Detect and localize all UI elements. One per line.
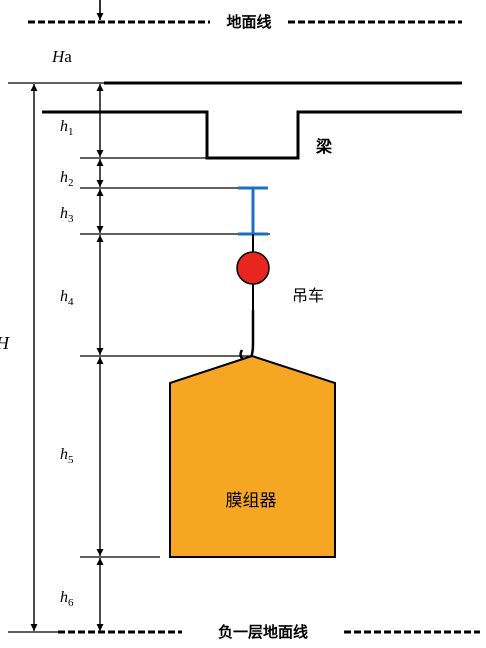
h1-label: h1 (60, 118, 74, 138)
beam-label: 梁 (315, 137, 333, 156)
crane-trolley (238, 186, 268, 236)
ha-label: Ha (51, 47, 72, 66)
h2-label: h2 (60, 169, 74, 189)
h4-label: h4 (60, 288, 74, 308)
h6-label: h6 (60, 589, 74, 609)
membrane-module (169, 354, 336, 558)
crane-ball (236, 251, 270, 285)
h-label: H (0, 333, 10, 353)
crane-label: 吊车 (292, 286, 324, 305)
h5-label: h5 (60, 446, 74, 466)
basement-floor-label: 负一层地面线 (218, 623, 308, 641)
beam-outline (42, 110, 462, 160)
membrane-module-label: 膜组器 (226, 491, 277, 511)
h3-label: h3 (60, 205, 74, 225)
ground-line (28, 0, 462, 24)
ground-line-label: 地面线 (226, 13, 271, 31)
hook-icon (239, 310, 255, 362)
